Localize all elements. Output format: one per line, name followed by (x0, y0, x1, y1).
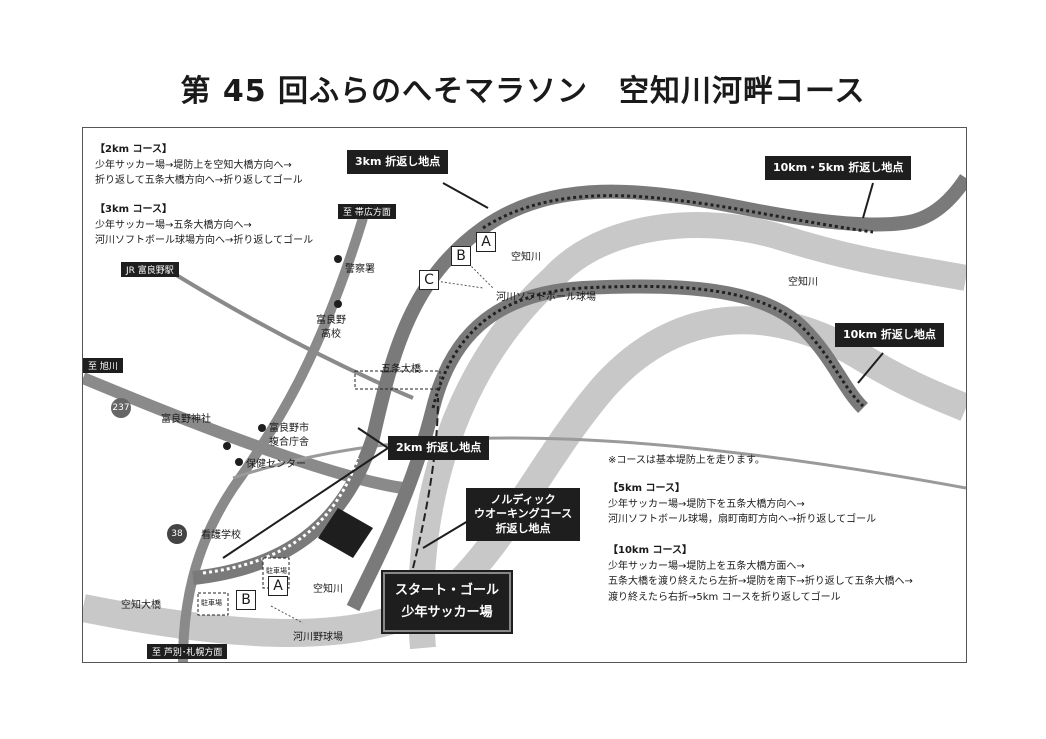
route-237-icon: 237 (111, 398, 131, 418)
river-label-3: 空知川 (313, 584, 343, 595)
turn-10km-5km-label: 10km・5km 折返し地点 (765, 156, 912, 181)
gojo-bridge-box (354, 370, 441, 390)
parking-label-1: 駐車場 (201, 599, 222, 607)
health-label: 保健センター (246, 459, 306, 470)
police-dot-icon (334, 255, 342, 263)
river-label-2: 空知川 (788, 277, 818, 288)
arrow-3km (442, 182, 489, 209)
shrine-dot-icon (223, 442, 231, 450)
map-canvas (83, 174, 966, 662)
school-dot-icon (334, 300, 342, 308)
police-label: 警察署 (345, 264, 375, 275)
arrow-10km (857, 352, 884, 384)
gojo-bridge-label: 五条大橋 (381, 364, 421, 375)
baseball-field-label: 河川野球場 (293, 632, 343, 643)
marker-b-lower: B (236, 590, 256, 610)
health-dot-icon (235, 458, 243, 466)
road-national-237 (83, 372, 404, 494)
start-field (318, 508, 373, 558)
course-3km-text: 【3km コース】 少年サッカー場→五条大橋方向へ→ 河川ソフトボール球場方向へ… (95, 204, 314, 246)
course-5km-text: 【5km コース】 少年サッカー場→堤防下を五条大橋方向へ→ 河川ソフトボール球… (608, 483, 877, 525)
dike-west (192, 174, 966, 585)
course-note: ※コースは基本堤防上を走ります。 (608, 455, 765, 466)
shrine-label: 富良野神社 (161, 414, 211, 425)
sorachi-bridge-label: 空知大橋 (121, 600, 161, 611)
course-10km-text: 【10km コース】 少年サッカー場→堤防上を五条大橋方面へ→ 五条大橋を渡り終… (608, 545, 913, 603)
river-label-1: 空知川 (511, 252, 541, 263)
direction-jr-station: JR 富良野駅 (121, 262, 179, 277)
course-10km (482, 194, 874, 234)
turn-3km-label: 3km 折返し地点 (347, 150, 449, 175)
nordic-turn-label: ノルディック ウオーキングコース 折返し地点 (466, 488, 581, 541)
cityhall-dot-icon (258, 424, 266, 432)
direction-obihiro: 至 帯広方面 (338, 204, 396, 219)
softball-field-label: 河川ソフトボール球場 (496, 292, 596, 303)
route-38-icon: 38 (167, 524, 187, 544)
marker-b-upper: B (451, 246, 471, 266)
marker-a-lower: A (268, 576, 288, 596)
nursing-label: 看護学校 (201, 530, 241, 541)
road-cross (232, 436, 966, 490)
parking-box-1 (197, 592, 229, 616)
page-title: 第 45 回ふらのへそマラソン 空知川河畔コース (180, 74, 866, 109)
parking-label-2: 駐車場 (266, 567, 287, 575)
marker-c-upper: C (419, 270, 439, 290)
direction-ashibetsu: 至 芦別･札幌方面 (147, 644, 228, 659)
course-2km-text: 【2km コース】 少年サッカー場→堤防上を空知大橋方向へ→ 折り返して五条大橋… (95, 144, 303, 186)
turn-10km-label: 10km 折返し地点 (835, 323, 944, 348)
direction-asahikawa: 至 旭川 (83, 358, 123, 373)
course-nordic (412, 397, 439, 569)
river-main (83, 306, 966, 647)
start-goal-label: スタート・ゴール 少年サッカー場 (383, 572, 512, 633)
road-jr-line (171, 271, 414, 400)
arrow-10km-5km (862, 182, 874, 219)
arrow-nordic (422, 517, 474, 549)
course-5km (431, 284, 865, 409)
course-map: 【2km コース】 少年サッカー場→堤防上を空知大橋方向へ→ 折り返して五条大橋… (82, 127, 967, 663)
turn-2km-label: 2km 折返し地点 (388, 436, 490, 461)
river-upper (408, 212, 966, 650)
cityhall-label: 富良野市複合庁舎 (269, 423, 309, 448)
school-label: 富良野高校 (316, 315, 346, 340)
arrow-2km-b (222, 447, 389, 559)
arrow-2km-a (357, 427, 389, 449)
marker-a-upper: A (476, 232, 496, 252)
